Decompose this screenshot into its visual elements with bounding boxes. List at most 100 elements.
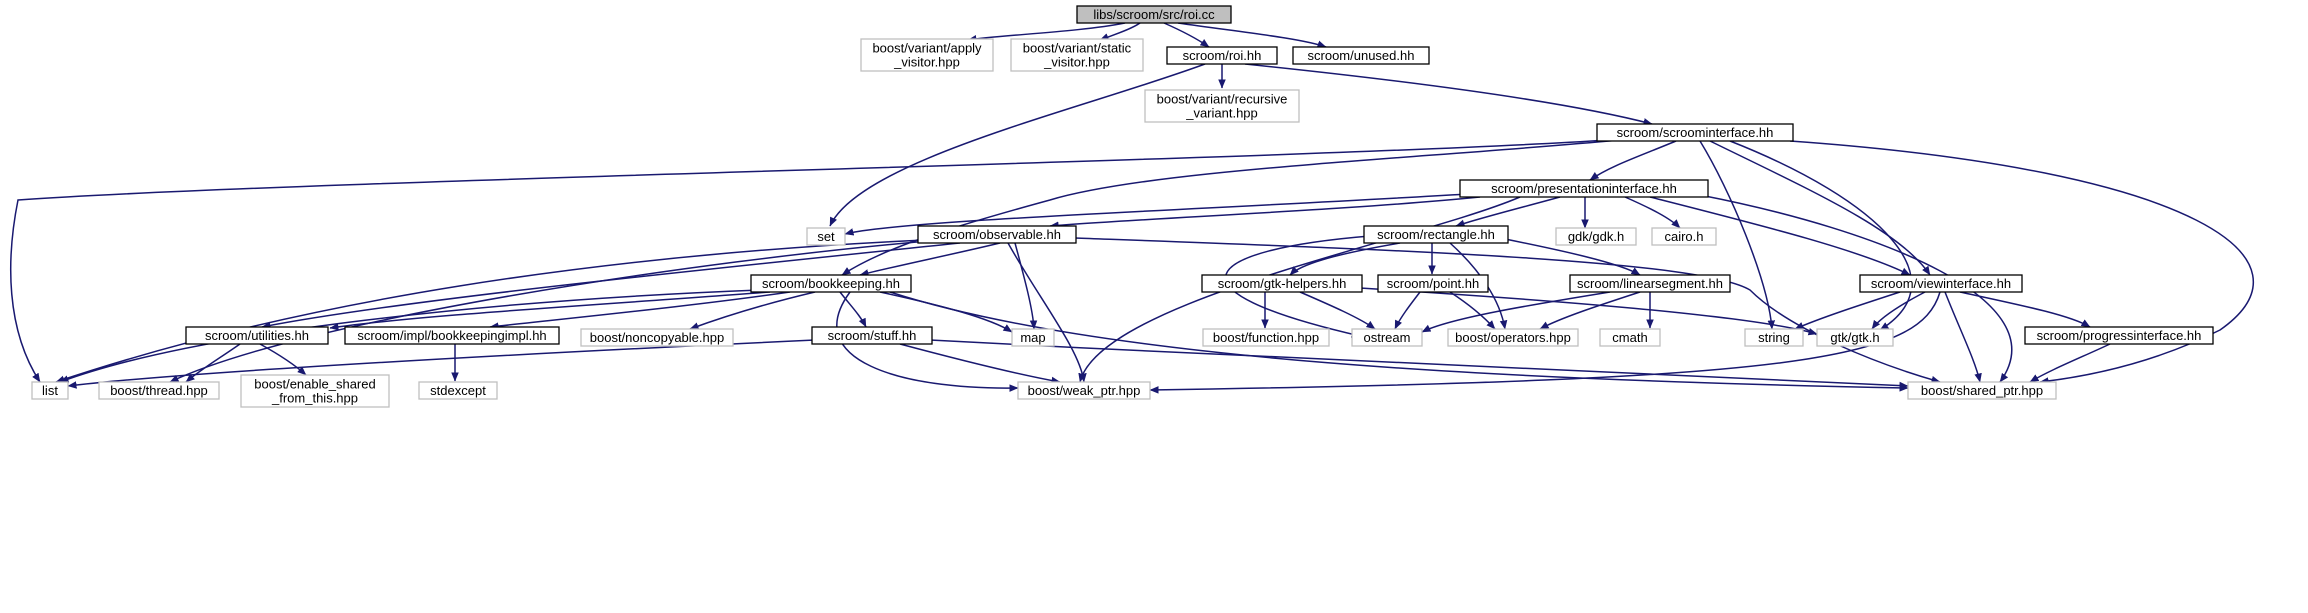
node-cmath: cmath xyxy=(1599,328,1661,347)
node-label: boost/variant/apply xyxy=(872,41,982,56)
node-box xyxy=(917,225,1077,244)
node-scroominterface[interactable]: scroom/scroominterface.hh xyxy=(1596,123,1794,142)
node-box xyxy=(1599,328,1661,347)
node-box xyxy=(811,326,933,345)
edge-stuff-to-list xyxy=(67,339,816,389)
node-roi_hh[interactable]: scroom/roi.hh xyxy=(1166,46,1278,65)
node-presentationinterface[interactable]: scroom/presentationinterface.hh xyxy=(1459,179,1709,198)
node-set: set xyxy=(806,227,846,246)
node-roi_cc[interactable]: libs/scroom/src/roi.cc xyxy=(1076,5,1232,24)
node-gdk_h: gdk/gdk.h xyxy=(1555,227,1637,246)
node-enable_shared: boost/enable_shared_from_this.hpp xyxy=(240,374,390,408)
edge-presentationinterface-to-rectangle xyxy=(1455,196,1561,227)
node-label: stdexcept xyxy=(430,383,486,398)
node-label: _visitor.hpp xyxy=(893,55,960,70)
node-label: boost/shared_ptr.hpp xyxy=(1921,383,2043,398)
node-box xyxy=(1859,274,2023,293)
node-point[interactable]: scroom/point.hh xyxy=(1377,274,1489,293)
node-static_visitor: boost/variant/static_visitor.hpp xyxy=(1010,38,1144,72)
edge-utilities-to-thread xyxy=(185,343,241,383)
node-label: libs/scroom/src/roi.cc xyxy=(1093,7,1215,22)
node-label: scroom/stuff.hh xyxy=(828,328,917,343)
node-label: boost/variant/static xyxy=(1023,41,1132,56)
edge-scroominterface-to-shared_ptr xyxy=(1789,140,2255,385)
node-box xyxy=(1447,328,1579,347)
edge-linearsegment-to-ostream xyxy=(1421,291,1611,333)
edge-presentationinterface-to-observable xyxy=(1049,196,1481,230)
node-label: _from_this.hpp xyxy=(271,391,358,406)
node-bookkeeping[interactable]: scroom/bookkeeping.hh xyxy=(750,274,912,293)
node-box xyxy=(1076,5,1232,24)
node-recursive_variant: boost/variant/recursive_variant.hpp xyxy=(1144,89,1300,123)
edge-gtk_helpers-to-ostream xyxy=(1299,291,1376,330)
node-noncopyable: boost/noncopyable.hpp xyxy=(580,328,734,347)
node-unused_hh[interactable]: scroom/unused.hh xyxy=(1292,46,1430,65)
node-operators: boost/operators.hpp xyxy=(1447,328,1579,347)
edge-observable-to-utilities xyxy=(261,242,961,330)
node-label: _visitor.hpp xyxy=(1043,55,1110,70)
edge-bookkeeping-to-utilities xyxy=(329,291,771,331)
edges-layer xyxy=(9,22,2255,394)
node-map: map xyxy=(1011,328,1055,347)
edge-linearsegment-to-operators xyxy=(1539,291,1641,330)
edge-scroominterface-to-presentationinterface xyxy=(1589,140,1677,181)
node-cairo_h: cairo.h xyxy=(1651,227,1717,246)
edge-rectangle-to-ostream xyxy=(1224,235,1371,338)
edge-scroominterface-to-gtk_h xyxy=(1729,140,1913,331)
edge-rectangle-to-gtk_helpers xyxy=(1289,242,1401,276)
node-box xyxy=(1569,274,1731,293)
node-box xyxy=(344,326,560,345)
node-bookkeepingimpl[interactable]: scroom/impl/bookkeepingimpl.hh xyxy=(344,326,560,345)
edge-scroominterface-to-list xyxy=(9,139,1609,383)
node-label: scroom/gtk-helpers.hh xyxy=(1218,276,1347,291)
node-box xyxy=(806,227,846,246)
node-shared_ptr: boost/shared_ptr.hpp xyxy=(1907,381,2057,400)
edge-presentationinterface-to-set xyxy=(844,193,1469,236)
node-progressinterface[interactable]: scroom/progressinterface.hh xyxy=(2024,326,2214,345)
edge-bookkeeping-to-shared_ptr xyxy=(889,291,1909,392)
node-label: scroom/viewinterface.hh xyxy=(1871,276,2011,291)
node-label: boost/operators.hpp xyxy=(1455,330,1571,345)
node-linearsegment[interactable]: scroom/linearsegment.hh xyxy=(1569,274,1731,293)
node-label: cairo.h xyxy=(1664,229,1703,244)
node-label: boost/thread.hpp xyxy=(110,383,208,398)
node-label: scroom/utilities.hh xyxy=(205,328,309,343)
node-label: gtk/gtk.h xyxy=(1830,330,1879,345)
node-label: scroom/linearsegment.hh xyxy=(1577,276,1723,291)
node-box xyxy=(1351,328,1423,347)
edge-observable-to-bookkeeping xyxy=(859,242,1001,277)
node-box xyxy=(860,38,994,72)
node-label: scroom/rectangle.hh xyxy=(1377,227,1495,242)
node-rectangle[interactable]: scroom/rectangle.hh xyxy=(1363,225,1509,244)
node-label: boost/function.hpp xyxy=(1213,330,1319,345)
node-box xyxy=(1166,46,1278,65)
node-box xyxy=(2024,326,2214,345)
node-label: scroom/roi.hh xyxy=(1183,48,1262,63)
edge-observable-to-weak_ptr xyxy=(1007,242,1087,383)
node-label: map xyxy=(1020,330,1045,345)
edge-viewinterface-to-shared_ptr xyxy=(1944,291,1982,383)
node-label: scroom/unused.hh xyxy=(1308,48,1415,63)
node-gtk_helpers[interactable]: scroom/gtk-helpers.hh xyxy=(1201,274,1363,293)
node-label: _variant.hpp xyxy=(1185,106,1258,121)
node-function: boost/function.hpp xyxy=(1202,328,1330,347)
edge-roi_cc-to-roi_hh xyxy=(1163,22,1210,48)
edge-bookkeeping-to-bookkeepingimpl xyxy=(489,291,791,330)
edge-roi_hh-to-scroominterface xyxy=(1244,63,1653,126)
node-utilities[interactable]: scroom/utilities.hh xyxy=(185,326,329,345)
node-label: scroom/observable.hh xyxy=(933,227,1061,242)
node-label: scroom/point.hh xyxy=(1387,276,1480,291)
edge-viewinterface-to-string xyxy=(1794,291,1901,330)
node-label: scroom/presentationinterface.hh xyxy=(1491,181,1677,196)
node-observable[interactable]: scroom/observable.hh xyxy=(917,225,1077,244)
node-label: gdk/gdk.h xyxy=(1568,229,1624,244)
node-label: scroom/bookkeeping.hh xyxy=(762,276,900,291)
node-label: boost/enable_shared xyxy=(254,377,375,392)
node-viewinterface[interactable]: scroom/viewinterface.hh xyxy=(1859,274,2023,293)
node-box xyxy=(31,381,69,400)
node-stuff[interactable]: scroom/stuff.hh xyxy=(811,326,933,345)
node-box xyxy=(1596,123,1794,142)
edge-roi_cc-to-unused_hh xyxy=(1177,22,1327,48)
edge-viewinterface-to-progressinterface xyxy=(1959,291,2091,328)
